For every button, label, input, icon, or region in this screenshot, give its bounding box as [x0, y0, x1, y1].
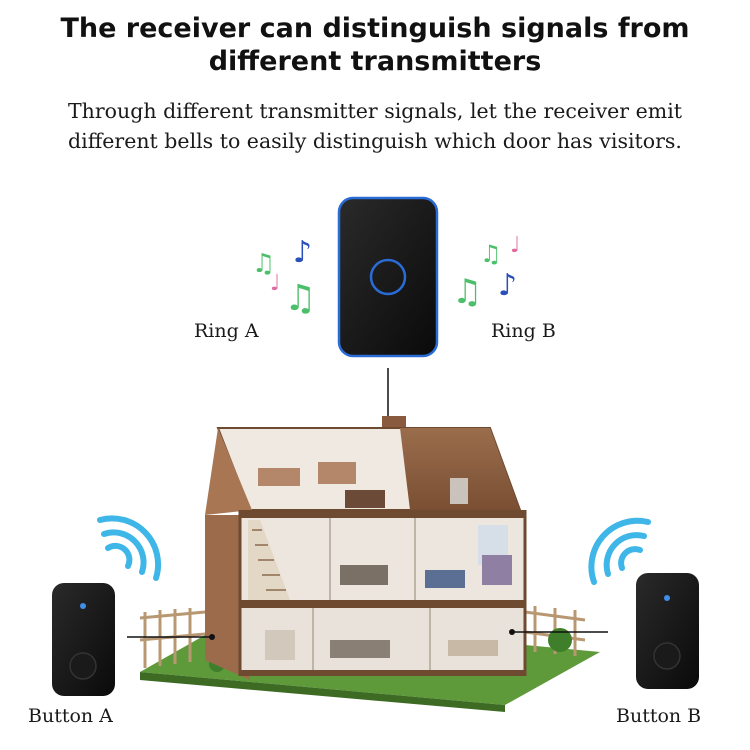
title-line-1: The receiver can distinguish signals fro…	[60, 13, 690, 44]
description-line-2: different bells to easily distinguish wh…	[68, 129, 682, 153]
button-a-label: Button A	[28, 705, 113, 727]
button-b-label: Button B	[616, 705, 702, 727]
receiver-button-ring	[369, 258, 407, 296]
wifi-signal-icon-right	[588, 517, 651, 585]
description-line-1: Through different transmitter signals, l…	[68, 99, 682, 123]
svg-text:♪: ♪	[498, 268, 517, 303]
svg-text:♪: ♪	[293, 235, 312, 270]
receiver-device	[337, 196, 439, 358]
music-notes-icon-left: ♫ ♪ ♩ ♫	[252, 235, 316, 319]
doorbell-button-b	[636, 573, 699, 689]
svg-text:♫: ♫	[284, 278, 316, 319]
music-notes-icon-right: ♫ ♩ ♫ ♪	[452, 233, 520, 312]
svg-text:♫: ♫	[480, 240, 502, 268]
house-cutaway	[139, 416, 600, 712]
ring-a-label: Ring A	[194, 320, 259, 342]
page-title: The receiver can distinguish signals fro…	[0, 12, 750, 78]
ring-b-label: Ring B	[491, 320, 556, 342]
svg-text:♫: ♫	[252, 249, 275, 279]
svg-text:♩: ♩	[270, 271, 280, 296]
wifi-signal-icon-left	[97, 515, 161, 581]
description: Through different transmitter signals, l…	[0, 96, 750, 156]
doorbell-button-a	[52, 583, 115, 696]
title-line-2: different transmitters	[208, 46, 542, 77]
svg-text:♫: ♫	[452, 272, 482, 312]
svg-text:♩: ♩	[510, 233, 520, 258]
